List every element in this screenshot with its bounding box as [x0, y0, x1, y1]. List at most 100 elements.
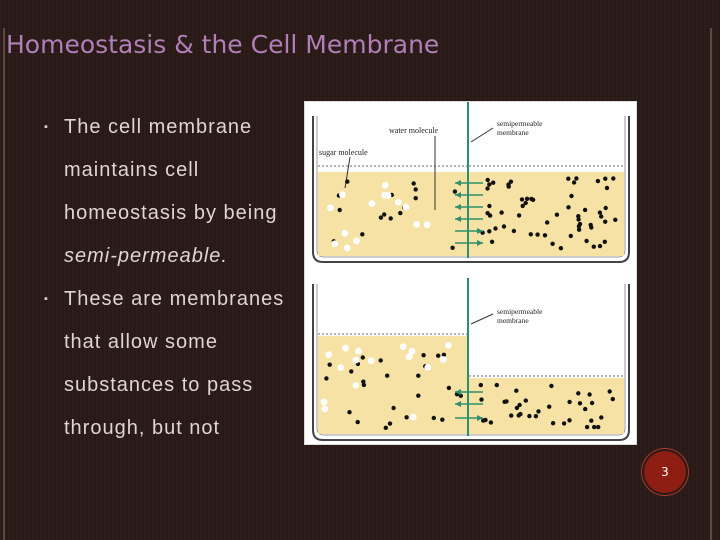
sugar-molecule	[413, 220, 420, 228]
bottom-container-inner	[316, 284, 626, 436]
water-molecule	[599, 415, 604, 420]
top-fluid-right	[469, 172, 624, 256]
water-molecule	[452, 189, 458, 194]
water-molecule	[446, 385, 452, 391]
sugar-molecule	[384, 192, 392, 199]
water-molecule	[603, 176, 608, 181]
water-molecule	[517, 402, 522, 408]
water-molecule	[347, 410, 352, 415]
water-molecule	[599, 214, 604, 219]
bottom-container	[312, 284, 630, 441]
water-molecule	[485, 186, 490, 191]
bullet-emphasis: semi-permeable.	[64, 245, 228, 267]
water-molecule	[603, 205, 608, 211]
water-molecule	[576, 227, 582, 232]
membrane-leader-line	[470, 127, 494, 143]
sugar-molecule	[381, 181, 389, 189]
water-molecule	[592, 424, 597, 430]
water-molecule	[413, 187, 418, 192]
bottom-molecules	[320, 341, 615, 430]
water-molecule	[607, 389, 612, 394]
arrow-head-icon	[455, 180, 461, 186]
frame-line-right	[710, 28, 712, 540]
water-molecule	[571, 180, 577, 185]
water-molecule	[404, 415, 409, 420]
water-molecule	[416, 393, 421, 398]
bullet-text: These are membranes that allow some subs…	[64, 288, 285, 439]
water-molecule	[413, 196, 418, 201]
water-molecule	[533, 414, 539, 419]
bottom-fluid-left	[318, 336, 467, 434]
water-molecule	[610, 396, 615, 402]
water-molecule	[597, 243, 603, 249]
water-molecule	[385, 373, 390, 378]
water-molecule	[587, 392, 592, 397]
sugar-molecule	[321, 405, 329, 413]
bottom-membrane-label-line: semipermeable	[497, 307, 543, 316]
water-molecule	[436, 353, 441, 358]
water-molecule	[501, 224, 507, 229]
water-molecule	[360, 232, 365, 237]
water-molecule	[382, 212, 387, 217]
water-molecule	[524, 196, 530, 201]
sugar-molecule	[327, 204, 334, 212]
water-molecule	[349, 369, 354, 374]
water-molecule	[388, 216, 393, 221]
water-molecule	[514, 388, 519, 393]
water-molecule	[603, 219, 608, 224]
water-molecule	[416, 373, 421, 378]
sugar-molecule	[367, 357, 375, 365]
frame-line-left	[3, 28, 5, 540]
water-molecule	[523, 398, 528, 403]
water-molecule	[535, 232, 540, 237]
sugar-molecule	[424, 364, 432, 371]
arrow-head-icon	[455, 216, 461, 222]
water-molecule	[577, 401, 583, 406]
water-molecule	[519, 197, 525, 202]
bullet-marker-icon: ▪	[44, 121, 49, 133]
water-molecule	[504, 399, 509, 404]
slide-title: Homeostasis & the Cell Membrane	[6, 30, 440, 59]
water-molecule	[491, 180, 496, 185]
water-molecule	[360, 355, 365, 360]
water-molecule	[441, 352, 447, 357]
water-molecule	[493, 226, 498, 231]
sugar-molecule	[355, 347, 362, 355]
sugar-molecule	[342, 344, 349, 352]
water-molecule	[611, 176, 616, 181]
sugar-molecule	[405, 353, 413, 361]
water-molecule	[568, 233, 573, 239]
water-molecule	[576, 391, 581, 396]
osmosis-diagram: water molecule sugar molecule semipermea…	[304, 101, 637, 445]
water-molecule	[487, 229, 492, 234]
water-molecule	[488, 420, 494, 425]
water-molecule	[596, 424, 601, 430]
bullet-item: ▪ The cell membrane maintains cell homeo…	[44, 106, 292, 278]
water-molecule	[506, 184, 511, 189]
sugar-molecule	[325, 351, 332, 359]
water-molecule	[576, 214, 581, 219]
water-molecule	[567, 418, 572, 423]
water-molecule	[584, 424, 590, 430]
sugar-molecule	[409, 413, 417, 421]
water-molecule	[569, 193, 574, 199]
bottom-arrows	[455, 389, 483, 421]
water-molecule	[595, 178, 601, 184]
water-molecule	[550, 421, 556, 426]
sugar-molecule	[343, 244, 351, 252]
top-fluid-left	[318, 172, 467, 256]
water-molecule	[558, 246, 564, 251]
water-molecule	[566, 176, 571, 181]
water-molecule	[550, 241, 555, 246]
water-molecule	[411, 181, 416, 186]
bottom-fluid-right	[469, 378, 624, 434]
water-molecule	[509, 413, 514, 418]
top-panel: water molecule sugar molecule semipermea…	[312, 102, 630, 263]
water-molecule	[383, 425, 388, 430]
arrow-head-icon	[455, 192, 461, 198]
water-molecule	[591, 244, 596, 249]
water-molecule	[511, 228, 517, 234]
water-molecule	[514, 405, 520, 411]
water-molecule	[485, 177, 490, 183]
arrow-head-icon	[455, 204, 461, 210]
